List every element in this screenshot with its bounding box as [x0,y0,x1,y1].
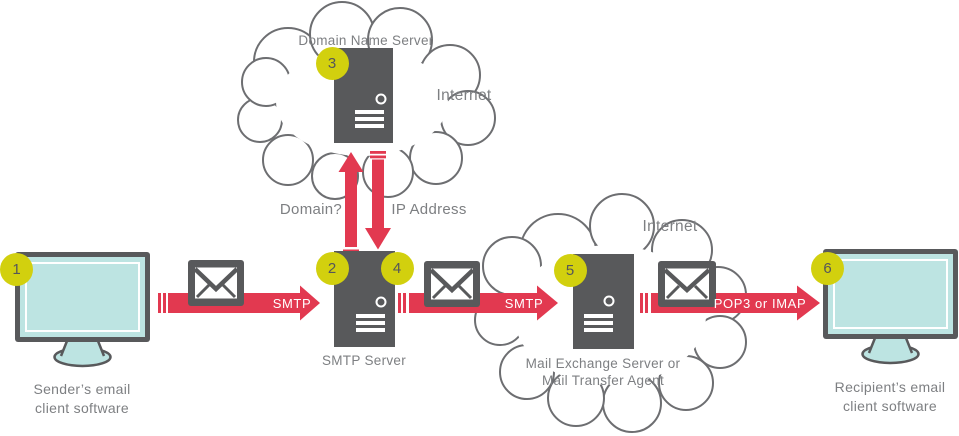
internet-label-right: Internet [642,218,698,235]
recipient-label-line1: Recipient’s email [834,379,946,395]
step-badge-4: 4 [380,251,414,285]
mx-server-label-line2: Mail Transfer Agent [541,373,664,388]
domain-query-label: Domain? [279,201,343,218]
step-badge-2: 2 [315,251,349,285]
mx-server-label-line1: Mail Exchange Server or [525,356,681,371]
recipient-monitor-icon [823,249,958,365]
pop3-imap-arrow-label: POP3 or IMAP [713,296,807,311]
smtp-arrow-label-2: SMTP [504,296,544,311]
sender-label-line2: client software [35,399,129,416]
arrow-ip-response-down [365,151,391,250]
mail-envelope-icon-3 [658,261,716,307]
internet-label-top: Internet [436,87,492,104]
recipient-label-line2: client software [843,397,937,414]
step-badge-5: 5 [553,253,587,287]
mail-envelope-icon-1 [188,260,244,306]
step-badge-6: 6 [811,251,844,285]
mx-server-label: Mail Exchange Server or Mail Transfer Ag… [503,355,703,389]
smtp-arrow-label-1: SMTP [272,296,312,311]
mail-envelope-icon-2 [424,261,480,307]
ip-address-label: IP Address [391,201,467,218]
dns-title: Domain Name Server [298,33,434,48]
sender-label-line1: Sender’s email [33,381,131,397]
sender-monitor-icon [15,252,150,368]
step-badge-3: 3 [315,46,349,80]
step-badge-1: 1 [0,252,33,286]
smtp-server-label: SMTP Server [321,353,407,368]
sender-label: Sender’s email client software [2,380,162,417]
recipient-label: Recipient’s email client software [812,378,959,415]
